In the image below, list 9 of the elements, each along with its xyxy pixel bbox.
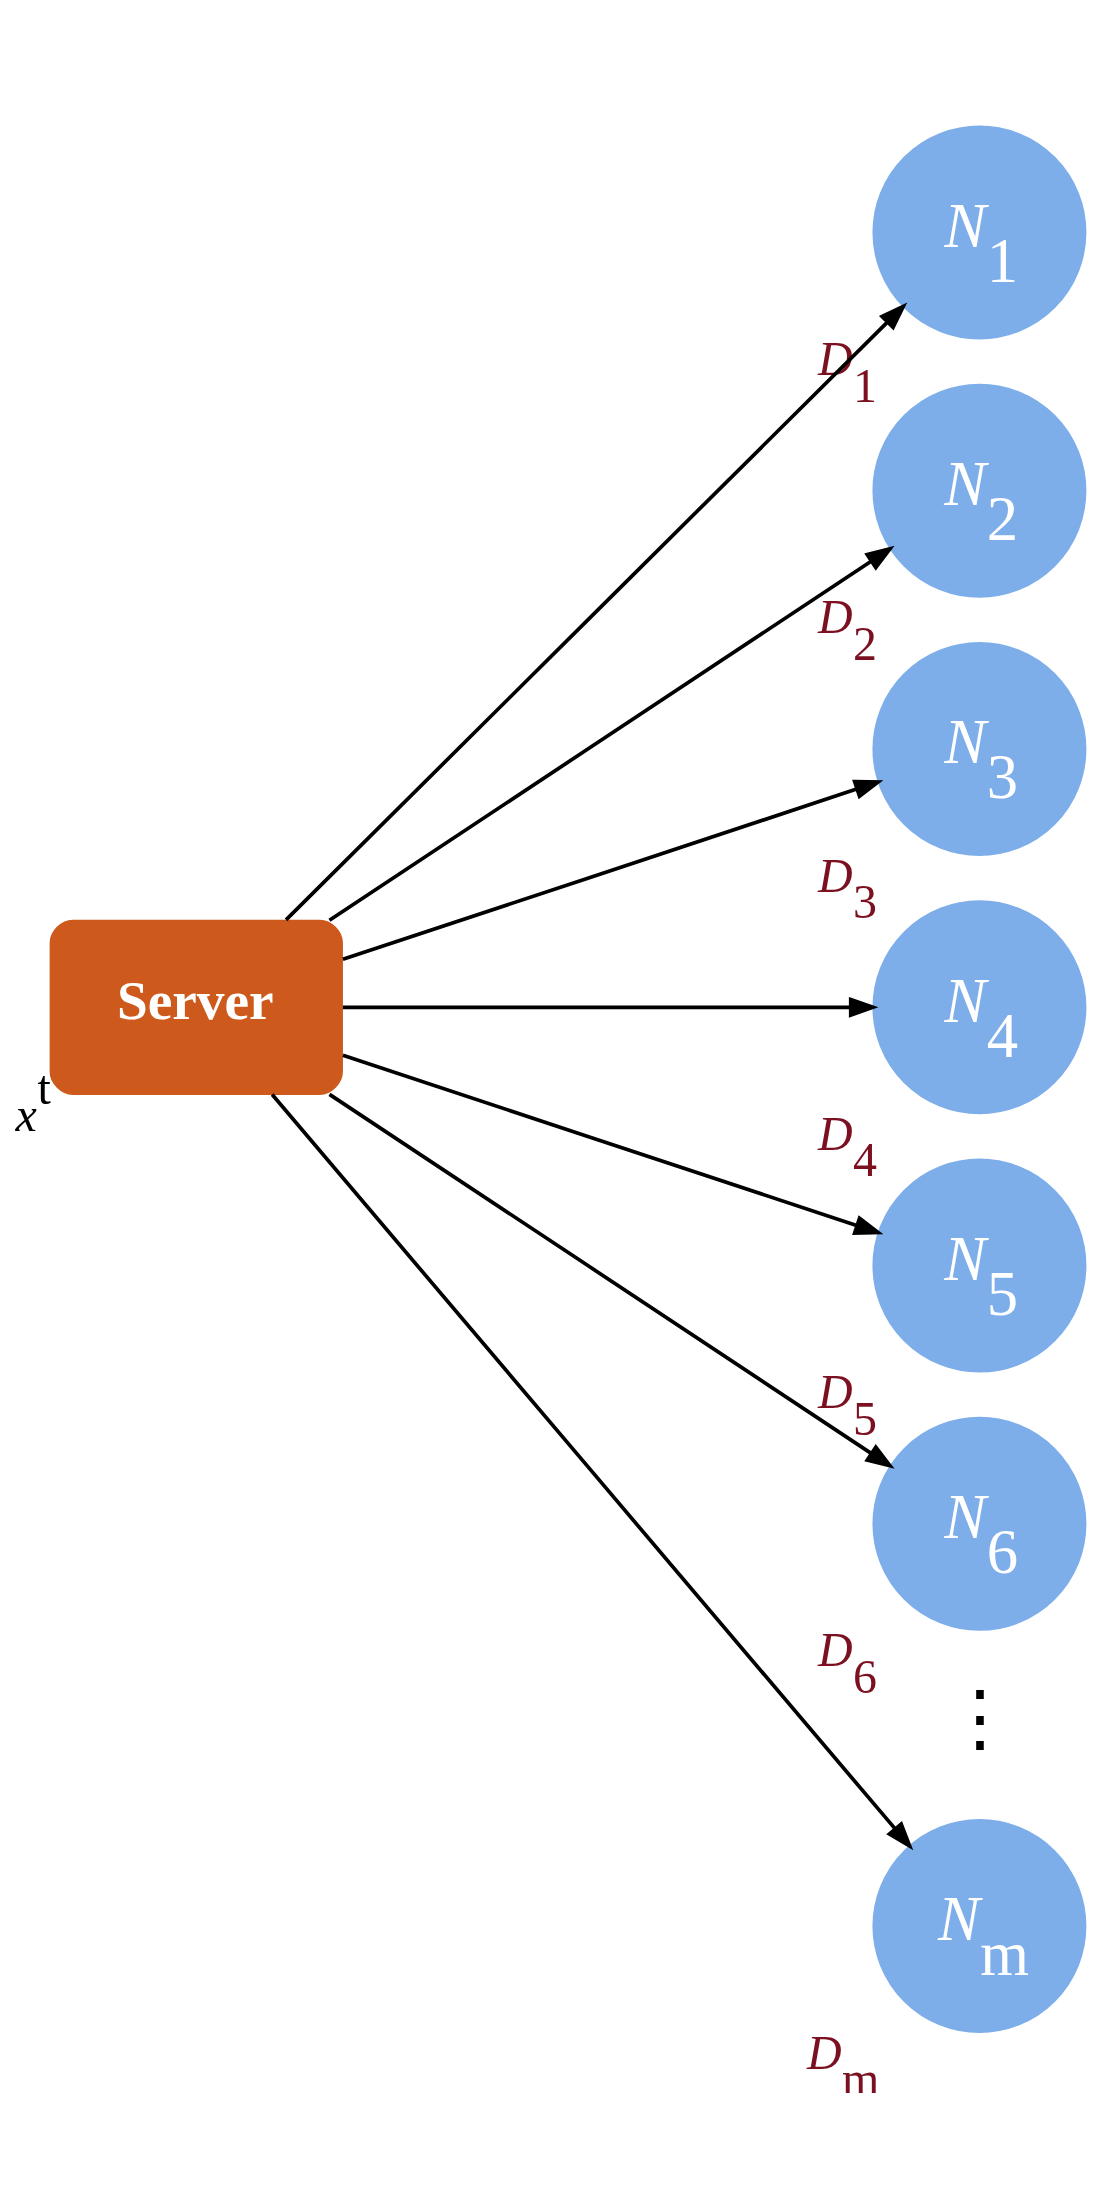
label: ⋮	[943, 1677, 1018, 1760]
arrow	[284, 302, 908, 922]
arrow	[342, 996, 879, 1018]
arrow	[328, 545, 895, 922]
arrow	[342, 1053, 884, 1235]
arrow	[342, 779, 884, 962]
node-box: Server	[49, 919, 343, 1095]
arrow	[328, 1092, 895, 1469]
arrow	[270, 1093, 914, 1851]
